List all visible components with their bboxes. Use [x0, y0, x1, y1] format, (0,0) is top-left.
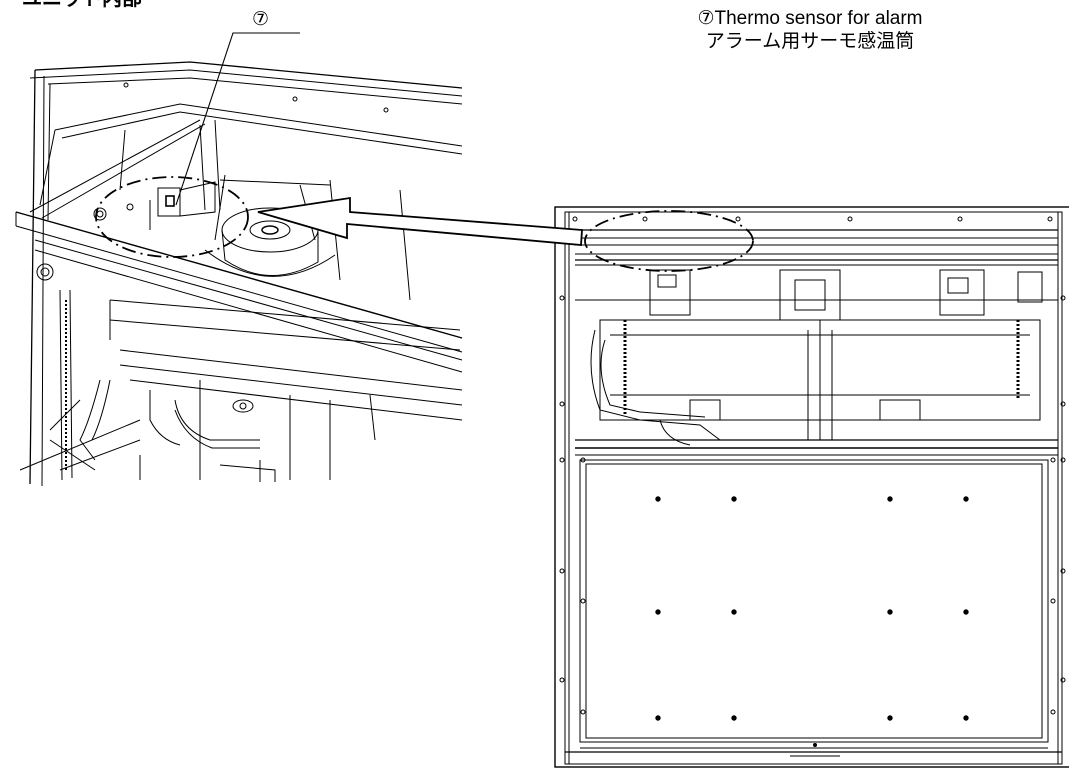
page-title-fragment: ユニット内部 — [22, 0, 142, 11]
callout-number-label: ⑦ — [252, 9, 270, 30]
caption-english: ⑦Thermo sensor for alarm — [697, 8, 923, 29]
perspective-unit-view — [15, 61, 463, 487]
caption-japanese: アラーム用サーモ感温筒 — [705, 31, 915, 52]
callout-leader — [175, 32, 300, 206]
connector-arrow — [257, 196, 583, 246]
sensor-highlight-ellipse-left — [95, 176, 249, 258]
sensor-highlight-ellipse-right — [584, 210, 754, 272]
front-elevation-view — [554, 206, 1069, 768]
